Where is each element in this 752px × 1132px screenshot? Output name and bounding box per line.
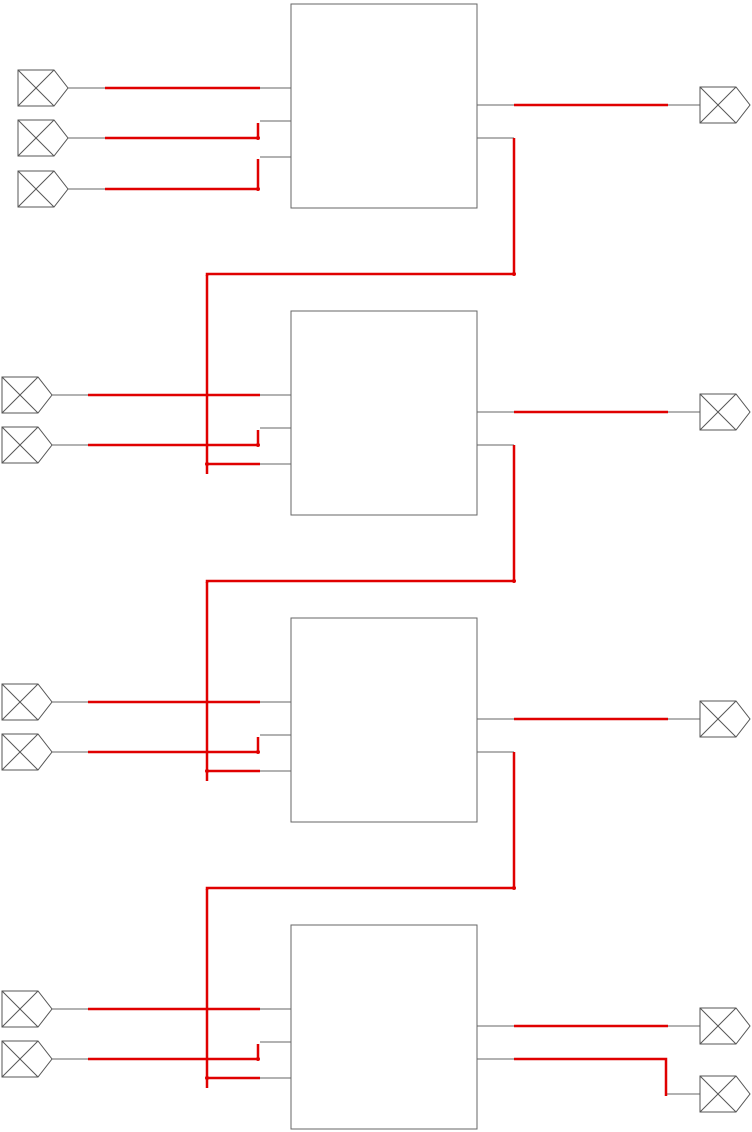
stage-4-output-port-1 xyxy=(699,1007,751,1045)
stage-1-input-wire-3-junction xyxy=(256,187,260,191)
stage-4-input-wire-2 xyxy=(88,1044,260,1061)
stage-3-input-port-2 xyxy=(1,733,53,771)
stage-3-carry-in-junction xyxy=(205,769,209,773)
logic-block-3 xyxy=(290,617,478,823)
stage-1-input-wire-2 xyxy=(105,123,260,140)
port-cross-line xyxy=(1,1040,39,1078)
port-outline xyxy=(1,376,53,414)
stage-2-input-wire-2 xyxy=(88,430,260,447)
stage-3-output-port-1 xyxy=(699,700,751,738)
stage-1-input-port-3 xyxy=(17,170,69,208)
stage-4-input-port-1 xyxy=(1,990,53,1028)
stage-1-output-port-1 xyxy=(699,86,751,124)
port-outline xyxy=(1,1040,53,1078)
port-cross-line xyxy=(699,700,737,738)
stage-4-output-port-2 xyxy=(699,1075,751,1113)
stage-2-carry-in-wire xyxy=(205,275,260,474)
port-outline xyxy=(699,700,751,738)
stage-1-input-wire-3 xyxy=(105,159,260,191)
stage-1-input-port-1 xyxy=(17,69,69,107)
logic-block-4 xyxy=(290,924,478,1130)
port-cross-line xyxy=(17,119,55,157)
stage-4-output-wire-2 xyxy=(514,1057,668,1096)
stage-3-carry-in-wire xyxy=(205,582,260,781)
stage-2-carry-in-junction xyxy=(205,462,209,466)
stage-4-input-port-2 xyxy=(1,1040,53,1078)
port-cross-line xyxy=(699,1007,737,1045)
stage-3-input-wire-2 xyxy=(88,737,260,754)
pin-stubs-layer xyxy=(52,87,700,1095)
port-outline xyxy=(699,1075,751,1113)
port-cross-line xyxy=(1,683,39,721)
port-cross-line xyxy=(17,69,55,107)
port-outline xyxy=(17,69,69,107)
port-cross-line xyxy=(699,1075,737,1113)
port-cross-line xyxy=(699,86,737,124)
port-outline xyxy=(17,119,69,157)
port-outline xyxy=(1,683,53,721)
stage-4-carry-in-wire xyxy=(205,889,260,1088)
stage-2-input-wire-2-junction xyxy=(256,443,260,447)
stage-4-input-wire-2-junction xyxy=(256,1057,260,1061)
stage-2-output-port-1 xyxy=(699,393,751,431)
port-cross-line xyxy=(1,990,39,1028)
stage-1-input-port-2 xyxy=(17,119,69,157)
logic-block-2 xyxy=(290,310,478,516)
port-cross-line xyxy=(17,170,55,208)
stage-3-input-port-1 xyxy=(1,683,53,721)
port-cross-line xyxy=(699,393,737,431)
blocks-layer xyxy=(290,3,478,1130)
port-outline xyxy=(17,170,69,208)
stage-1-carry-out-junction xyxy=(512,272,516,276)
port-outline xyxy=(1,426,53,464)
port-outline xyxy=(699,393,751,431)
port-outline xyxy=(699,86,751,124)
port-cross-line xyxy=(1,426,39,464)
stage-3-input-wire-2-junction xyxy=(256,750,260,754)
port-cross-line xyxy=(1,376,39,414)
port-outline xyxy=(1,990,53,1028)
stage-4-carry-in-junction xyxy=(205,1076,209,1080)
stage-2-carry-out-junction xyxy=(512,579,516,583)
port-cross-line xyxy=(1,733,39,771)
stage-2-input-port-2 xyxy=(1,426,53,464)
logic-block-1 xyxy=(290,3,478,209)
port-outline xyxy=(699,1007,751,1045)
ports-layer xyxy=(1,69,751,1113)
stage-3-carry-out-junction xyxy=(512,886,516,890)
stage-1-input-wire-2-junction xyxy=(256,136,260,140)
port-outline xyxy=(1,733,53,771)
stage-2-input-port-1 xyxy=(1,376,53,414)
wires-layer xyxy=(88,86,668,1096)
